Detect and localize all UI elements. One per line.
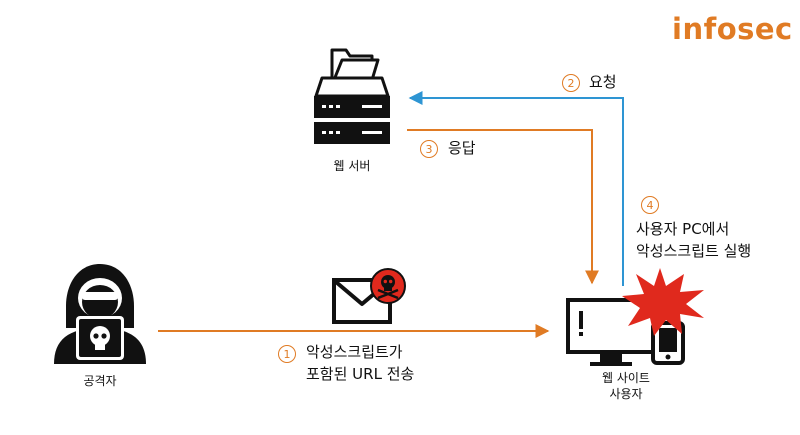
website-user-label: 웹 사이트 사용자 (602, 371, 650, 401)
step-1-number: 1 (278, 345, 296, 363)
arrow-step-2 (408, 91, 624, 286)
infosec-logo: infosec (672, 12, 793, 46)
arrow-step-3 (407, 129, 599, 285)
step-4-number: 4 (641, 196, 659, 214)
step-3-number: 3 (420, 140, 438, 158)
hacker-icon (54, 264, 146, 364)
skull-badge-icon (370, 268, 406, 304)
explosion-icon (622, 268, 704, 336)
smartphone-icon (651, 321, 685, 365)
step-3-label: 응답 (448, 139, 476, 157)
server-icon (314, 48, 390, 144)
step-2-label: 요청 (589, 73, 617, 91)
step-1-label: 악성스크립트가 포함된 URL 전송 (306, 343, 415, 383)
step-4-label: 사용자 PC에서 악성스크립트 실행 (636, 220, 752, 260)
step-2-number: 2 (562, 74, 580, 92)
web-server-label: 웹 서버 (333, 159, 371, 173)
attacker-label: 공격자 (83, 374, 117, 388)
